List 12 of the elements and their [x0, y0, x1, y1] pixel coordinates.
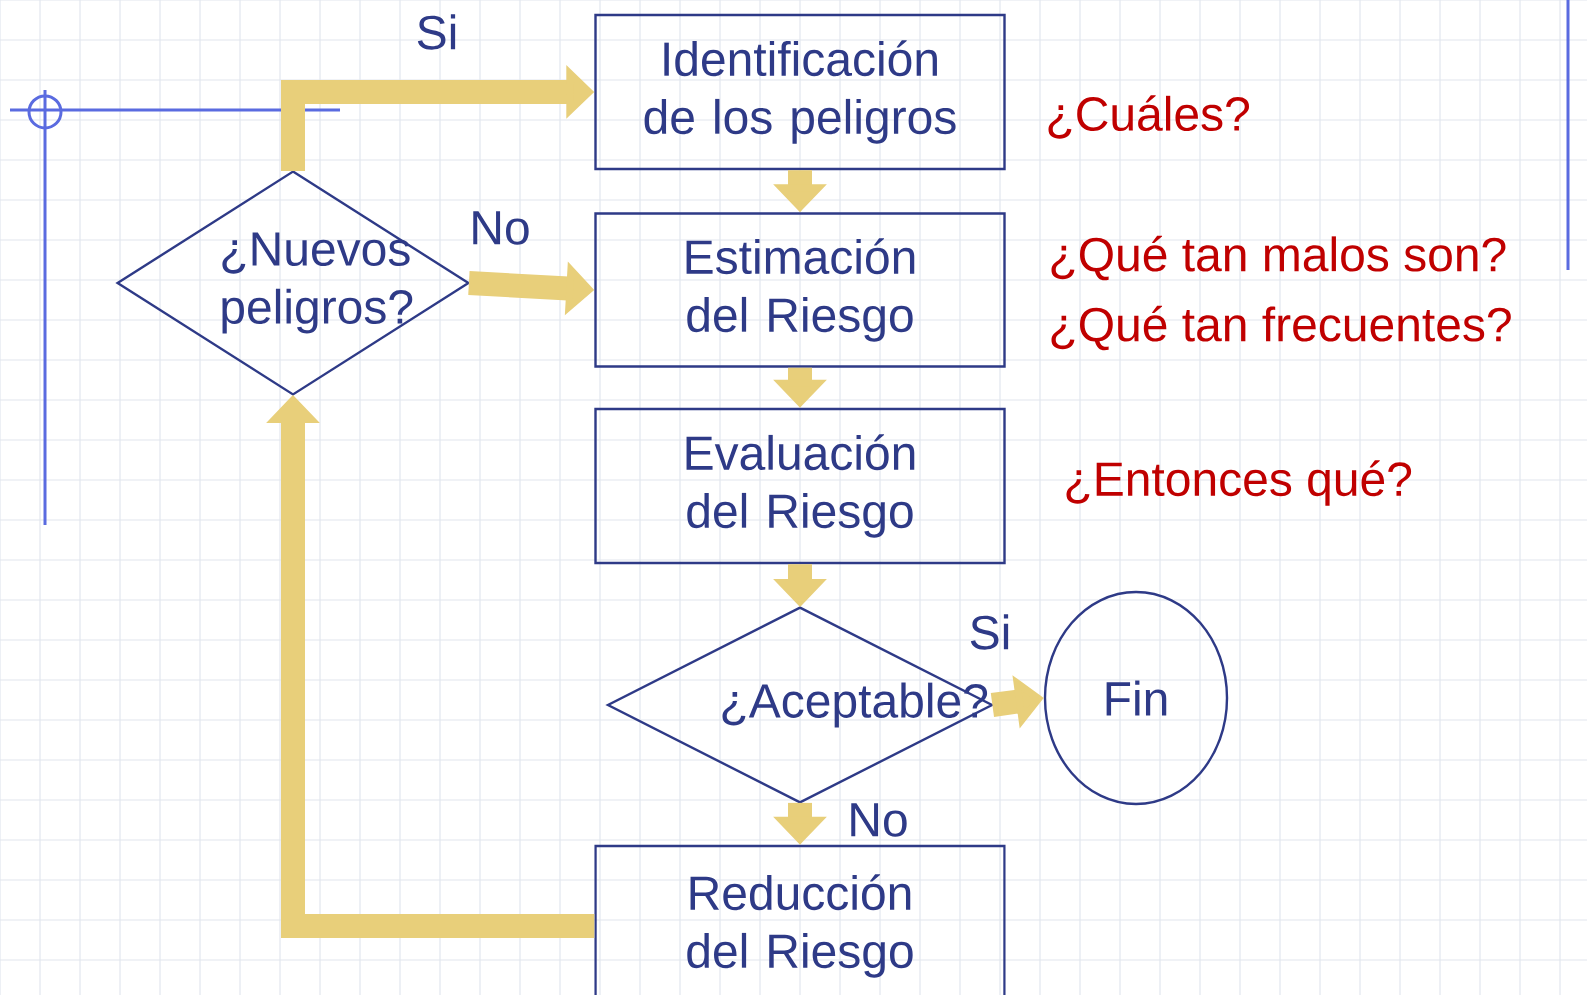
process-box: Estimación del Riesgo [594, 212, 1006, 368]
side-question: ¿Qué tan frecuentes? [1051, 305, 1511, 351]
process-box: Identificación de los peligros [594, 13, 1006, 171]
side-question: ¿Qué tan malos son? [1051, 235, 1506, 281]
process-box: Evaluación del Riesgo [594, 407, 1006, 565]
edge-label: Si [970, 614, 1009, 650]
edge-label: No [473, 211, 529, 245]
side-question: ¿Entonces qué? [1066, 460, 1412, 506]
edge-label: No [851, 803, 907, 837]
process-box: Reducción del Riesgo [594, 844, 1006, 995]
edge-label: Si [417, 14, 456, 50]
side-question: ¿Cuáles? [1048, 95, 1249, 139]
